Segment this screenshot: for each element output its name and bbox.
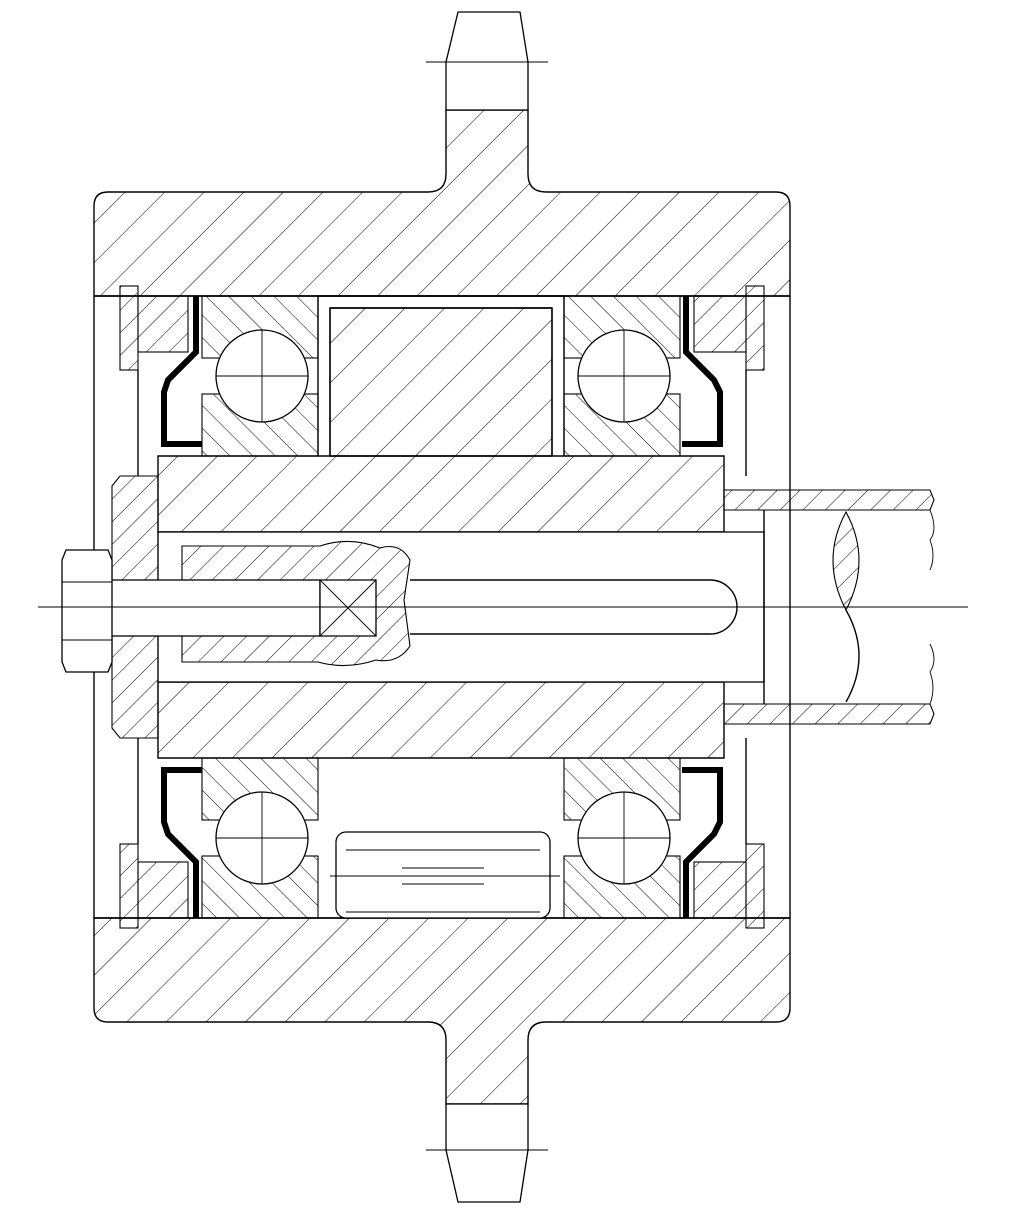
ball-bearing-left-top — [201, 295, 319, 457]
output-shaft-tube — [723, 489, 935, 725]
hub-housing-bottom — [93, 917, 791, 1105]
lip-seal-right-top — [682, 296, 723, 447]
ball-bearing-right-top — [563, 295, 681, 457]
lip-seal-left-bottom — [161, 767, 202, 918]
lip-seal-left-top — [161, 296, 202, 447]
sprocket-rim-bottom — [426, 1103, 548, 1203]
hex-bolt — [61, 549, 113, 673]
ball-bearing-left-bottom — [201, 757, 319, 919]
retaining-ring-right — [745, 285, 765, 929]
seal-carrier-right-bottom — [693, 861, 747, 919]
retaining-ring-left — [119, 285, 139, 929]
ball-bearing-right-bottom — [563, 757, 681, 919]
seal-carrier-left-bottom — [137, 861, 189, 919]
bolt-threaded-section — [107, 540, 411, 667]
seal-carrier-right-top — [693, 295, 747, 353]
seal-carrier-left-top — [137, 295, 189, 353]
sprocket-rim-top — [426, 11, 548, 111]
hub-housing-top — [93, 109, 791, 297]
roller-spacer — [330, 831, 560, 919]
lip-seal-right-bottom — [682, 767, 723, 918]
